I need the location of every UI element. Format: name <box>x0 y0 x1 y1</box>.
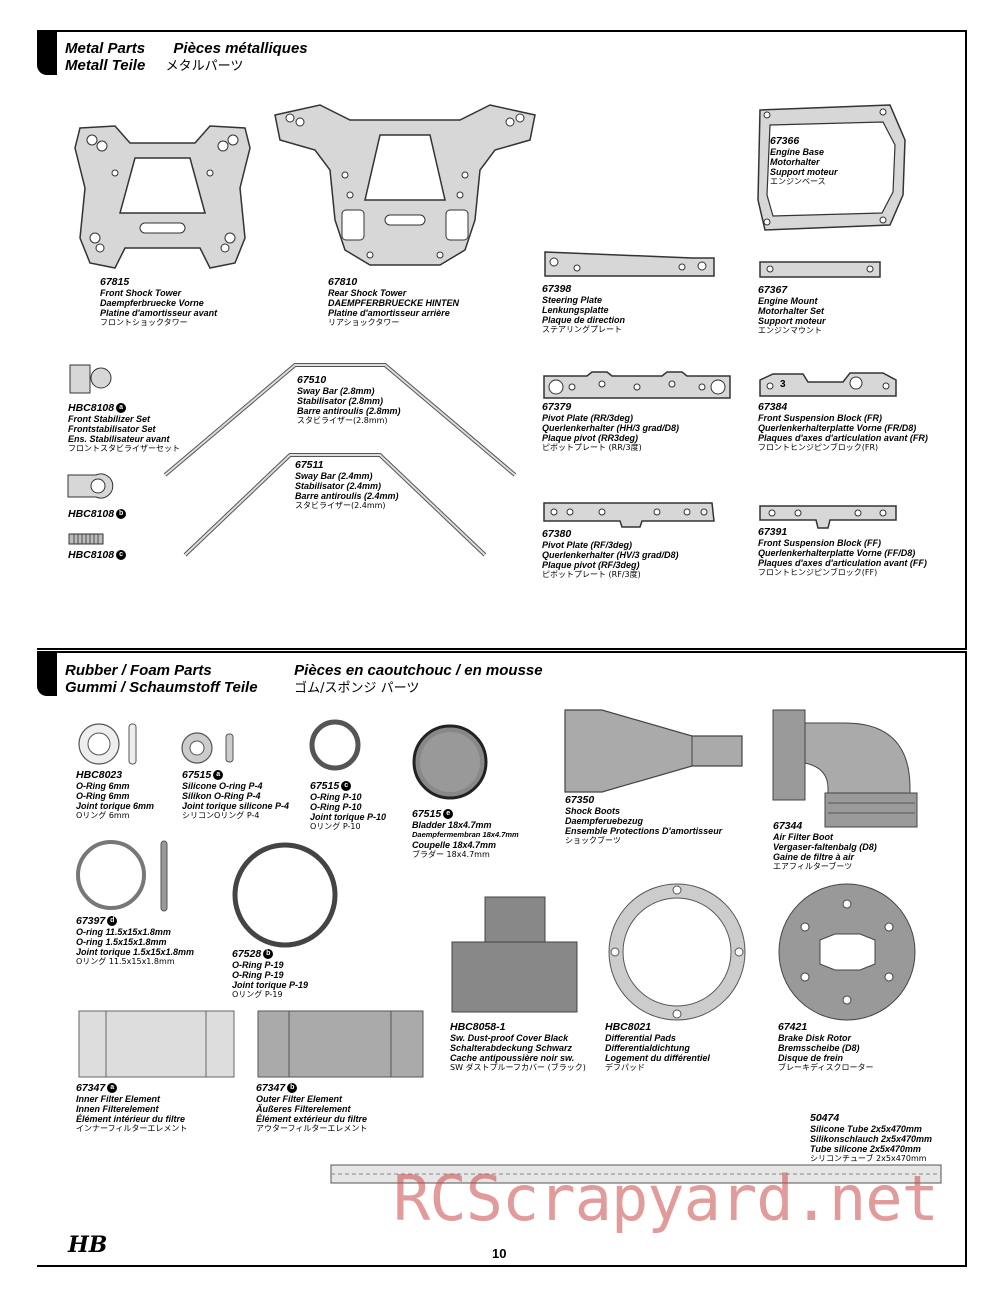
inner-filter-element-drawing <box>78 1010 235 1078</box>
brake-disk-rotor-drawing <box>778 883 916 1021</box>
metal-title: Metal Parts Pièces métalliques Metall Te… <box>65 40 308 75</box>
rubber-title-en: Rubber / Foam Parts <box>65 662 212 679</box>
steering-plate-drawing <box>544 251 715 277</box>
page-number: 10 <box>492 1246 507 1261</box>
badge-c: c <box>116 550 127 561</box>
label-67344: 67344 Air Filter Boot Vergaser-faltenbal… <box>773 820 877 871</box>
outer-filter-element-drawing <box>257 1010 424 1078</box>
watermark: RCScrapyard.net <box>393 1162 939 1235</box>
engine-mount-drawing <box>759 261 881 278</box>
silicone-tube-drawing <box>330 1164 942 1184</box>
badge-a: a <box>213 770 224 781</box>
label-67391: 67391 Front Suspension Block (FF) Querle… <box>758 526 927 577</box>
badge-b: b <box>287 1083 298 1094</box>
stabilizer-set-screw-drawing <box>68 533 104 545</box>
label-67511: 67511 Sway Bar (2.4mm) Stabilisator (2.4… <box>295 459 399 510</box>
rubber-title-jp: ゴム/スポンジ パーツ <box>294 681 420 696</box>
label-67384: 67384 Front Suspension Block (FR) Querle… <box>758 401 928 452</box>
label-hbc8021: HBC8021 Differential Pads Differentialdi… <box>605 1021 710 1072</box>
pivot-plate-rr-drawing <box>543 371 731 399</box>
metal-title-jp: メタルパーツ <box>165 59 244 74</box>
front-stabilizer-set-drawing <box>69 364 112 394</box>
o-ring-p10-drawing <box>309 719 361 771</box>
label-67350: 67350 Shock Boots Daempferuebezug Ensemb… <box>565 794 723 845</box>
hb-logo: HB <box>68 1232 108 1258</box>
engine-base-drawing <box>757 104 906 231</box>
badge-e: e <box>443 809 454 820</box>
front-suspension-block-ff-drawing <box>759 505 897 529</box>
label-67421: 67421 Brake Disk Rotor Bremsscheibe (D8)… <box>778 1021 874 1072</box>
stabilizer-ball-end-drawing <box>67 473 114 499</box>
badge-d: d <box>107 916 118 927</box>
label-67380: 67380 Pivot Plate (RF/3deg) Querlenkerha… <box>542 528 679 579</box>
shock-boots-drawing <box>564 709 743 793</box>
badge-b: b <box>263 949 274 960</box>
rubber-section-tab <box>37 651 57 696</box>
label-67510: 67510 Sway Bar (2.8mm) Stabilisator (2.8… <box>297 374 401 425</box>
label-67367: 67367 Engine Mount Motorhalter Set Suppo… <box>758 284 826 335</box>
rubber-title: Rubber / Foam Parts Pièces en caoutchouc… <box>65 662 543 697</box>
air-filter-boot-drawing <box>772 709 918 828</box>
dust-proof-cover-drawing <box>451 896 578 1013</box>
o-ring-6mm-drawing <box>78 723 137 765</box>
svg-text:3: 3 <box>780 379 786 390</box>
sway-bar-28-drawing <box>163 363 517 477</box>
label-67379: 67379 Pivot Plate (RR/3deg) Querlenkerha… <box>542 401 680 452</box>
front-suspension-block-fr-drawing: 3 <box>759 372 897 397</box>
label-67398: 67398 Steering Plate Lenkungsplatte Plaq… <box>542 283 626 334</box>
label-67366: 67366 Engine Base Motorhalter Support mo… <box>770 135 838 186</box>
rubber-parts-frame <box>37 651 967 1267</box>
pivot-plate-rf-drawing <box>543 502 715 528</box>
sway-bar-24-drawing <box>183 453 487 557</box>
rear-shock-tower-drawing <box>274 104 536 266</box>
label-hbc8058-1: HBC8058-1 Sw. Dust-proof Cover Black Sch… <box>450 1021 586 1072</box>
bladder-drawing <box>412 724 488 800</box>
label-67815: 67815 Front Shock Tower Daempferbruecke … <box>100 276 218 327</box>
o-ring-67397-drawing <box>76 840 168 912</box>
label-hbc8023: HBC8023 O-Ring 6mm O-Ring 6mm Joint tori… <box>76 769 155 820</box>
rubber-title-fr: Pièces en caoutchouc / en mousse <box>294 662 543 679</box>
differential-pads-drawing <box>608 883 746 1021</box>
badge-b: b <box>116 509 127 520</box>
badge-c: c <box>341 781 352 792</box>
badge-a: a <box>116 403 127 414</box>
metal-parts-frame <box>37 30 967 650</box>
badge-a: a <box>107 1083 118 1094</box>
metal-title-de: Metall Teile <box>65 57 146 74</box>
metal-title-en: Metal Parts <box>65 40 146 57</box>
metal-title-fr: Pièces métalliques <box>173 40 308 57</box>
front-shock-tower-drawing <box>74 125 251 269</box>
silicone-o-ring-p4-drawing <box>181 732 234 764</box>
label-67810: 67810 Rear Shock Tower DAEMPFERBRUECKE H… <box>328 276 460 327</box>
label-50474: 50474 Silicone Tube 2x5x470mm Silikonsch… <box>810 1112 933 1163</box>
metal-section-tab <box>37 30 57 75</box>
rubber-title-de: Gummi / Schaumstoff Teile <box>65 679 258 696</box>
o-ring-p19-drawing <box>232 842 338 948</box>
